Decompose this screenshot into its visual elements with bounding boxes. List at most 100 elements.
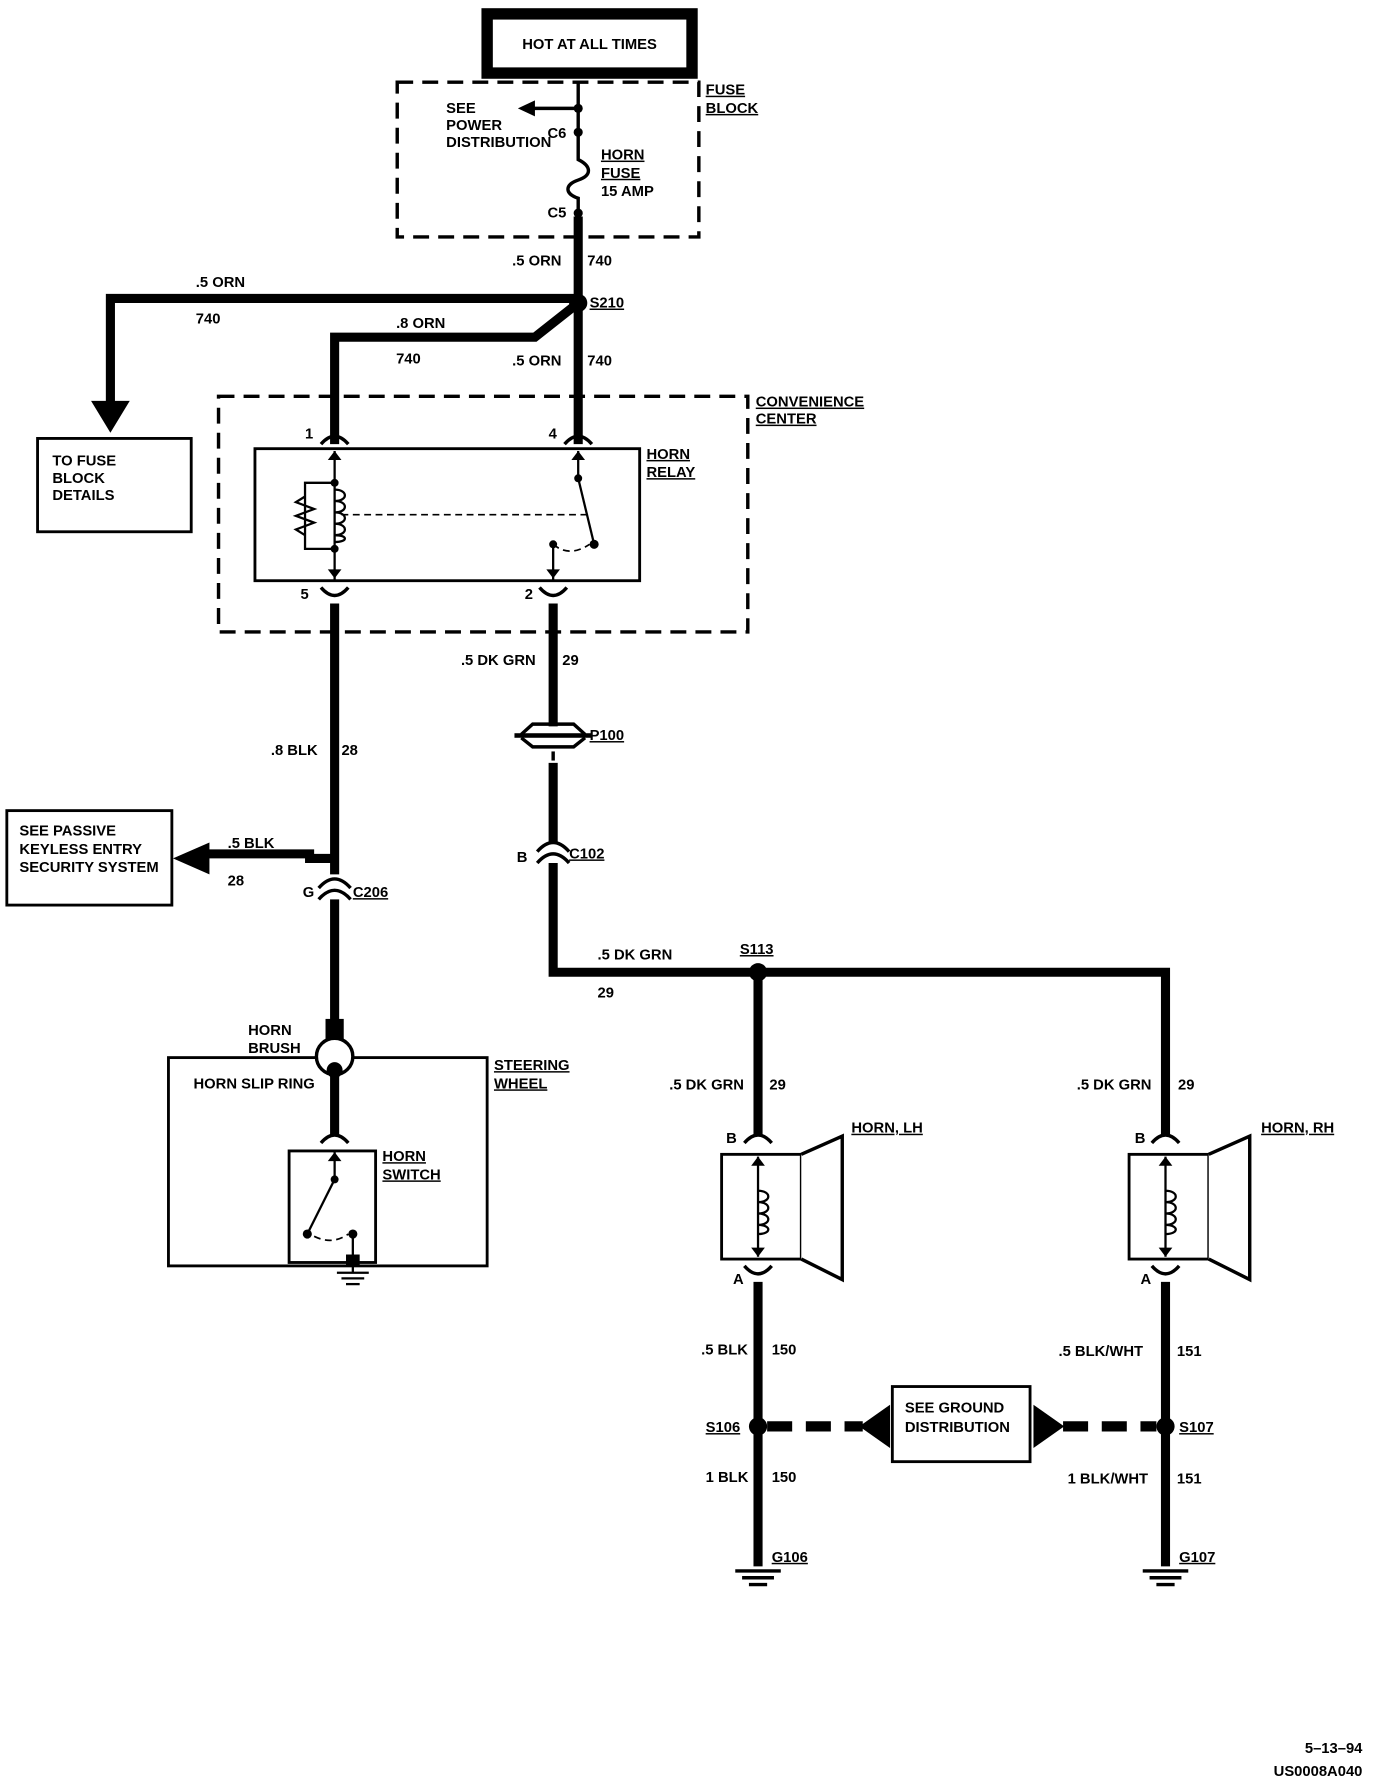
relay4-circuit: 740 (587, 354, 612, 370)
horn-lh-pin-b-cap-icon (743, 1133, 773, 1145)
c102-bottom-icon (535, 852, 571, 865)
relay2-circuit: 29 (562, 653, 578, 669)
ground-distribution-line-2: DISTRIBUTION (905, 1420, 1010, 1436)
rh-feed-circuit: 29 (1178, 1077, 1194, 1093)
relay-coil-icon (334, 488, 347, 544)
horn-switch-arm (306, 1178, 336, 1235)
relay-pin2-label: 2 (525, 587, 533, 603)
c206-label: C206 (353, 885, 388, 901)
ground-distribution-box (890, 1385, 1032, 1464)
splice-s107-label: S107 (1179, 1420, 1214, 1436)
splice-s210-label: S210 (590, 296, 625, 312)
ground-arrow-left-icon (859, 1404, 891, 1449)
horn-lh-label: HORN, LH (851, 1121, 922, 1137)
lh-feed-gauge: .5 DK GRN (669, 1077, 744, 1093)
horn-lh-body (720, 1152, 803, 1261)
see-power-line-1: SEE (446, 101, 476, 117)
passive-keyless-box: SEE PASSIVE KEYLESS ENTRY SECURITY SYSTE… (5, 809, 174, 907)
lh-gnd1-circuit: 150 (772, 1343, 797, 1359)
horn-lh-pin-a-cap-icon (743, 1264, 773, 1276)
see-power-line-2: POWER (446, 118, 502, 134)
horn-switch-box (287, 1149, 378, 1264)
c206-bottom-icon (317, 888, 352, 901)
footer-date: 5–13–94 (1305, 1741, 1363, 1757)
bus-gauge: .5 DK GRN (598, 948, 673, 964)
to-fuse-block-line-1: TO FUSE (52, 454, 116, 470)
pke-circuit: 28 (228, 874, 244, 890)
circuit-29: .5 DK GRN 29 P100 B C102 .5 DK GRN 29 S1… (461, 603, 1194, 1137)
c102-label: C102 (569, 846, 604, 862)
splice-s107-dot (1156, 1417, 1175, 1436)
rh-gnd2-gauge: 1 BLK/WHT (1068, 1471, 1148, 1487)
ground-g106-icon (735, 1569, 781, 1587)
fuse-block-label-2: BLOCK (706, 101, 759, 117)
horn-switch-cap-icon (319, 1133, 350, 1145)
hot-at-all-times-box: HOT AT ALL TIMES (481, 8, 698, 79)
terminal-c6-dot (573, 127, 583, 137)
left-gauge: .5 ORN (196, 275, 245, 291)
splice-s113-label: S113 (740, 942, 774, 958)
ground-distribution: SEE GROUND DISTRIBUTION (767, 1385, 1157, 1464)
relay-pin4-label: 4 (549, 426, 558, 442)
c102-pin-label: B (517, 850, 528, 866)
relay-switch-arm (577, 478, 596, 545)
convenience-center: CONVENIENCE CENTER HORN RELAY 1 4 5 2 (216, 394, 865, 634)
horn-switch-ground-icon (336, 1265, 369, 1286)
horn-fuse-label-2: FUSE (601, 166, 641, 182)
steering-wheel: STEERING WHEEL HORN BRUSH HORN SLIP RING… (167, 1018, 570, 1286)
see-power-line-3: DISTRIBUTION (446, 135, 551, 151)
terminal-c6-label: C6 (547, 126, 566, 142)
p100-connector-icon (514, 722, 592, 749)
relay1-gauge: .8 ORN (396, 316, 445, 332)
ground-g107-icon (1142, 1569, 1189, 1587)
to-fuse-block-line-2: BLOCK (52, 471, 105, 487)
horn-lh-pin-a: A (733, 1272, 744, 1288)
horn-rh-speaker-icon (1207, 1133, 1252, 1283)
relay-resistor-icon (292, 495, 318, 537)
feed-circuit: 740 (587, 253, 612, 269)
horn-switch-label-1: HORN (382, 1149, 426, 1165)
fuse-block: FUSE BLOCK SEE POWER DISTRIBUTION C6 C5 … (395, 80, 759, 239)
steering-wheel-label-1: STEERING (494, 1058, 570, 1074)
relay-pin5-label: 5 (300, 587, 308, 603)
convenience-center-outline (216, 394, 750, 634)
horn-lh-coil-icon (757, 1189, 770, 1236)
feed-gauge: .5 ORN (512, 253, 561, 269)
left-circuit: 740 (196, 311, 221, 327)
steering-wheel-label-2: WHEEL (494, 1076, 547, 1092)
rh-gnd1-gauge: .5 BLK/WHT (1059, 1344, 1144, 1360)
ground-distribution-line-1: SEE GROUND (905, 1401, 1005, 1417)
horn-lh-speaker-icon (800, 1133, 844, 1283)
lh-gnd2-gauge: 1 BLK (706, 1470, 749, 1486)
feed-wires: .5 ORN 740 S210 .5 ORN 740 .8 ORN 740 .5… (91, 216, 625, 445)
convenience-center-label-2: CENTER (756, 412, 817, 428)
ground-arrow-right-icon (1033, 1404, 1065, 1449)
lh-feed-circuit: 29 (769, 1077, 785, 1093)
to-fuse-block-line-3: DETAILS (52, 488, 114, 504)
bus-circuit: 29 (598, 985, 614, 1001)
splice-s106-dot (748, 1417, 768, 1436)
ground-g107-label: G107 (1179, 1550, 1215, 1566)
splice-s106-label: S106 (706, 1420, 741, 1436)
convenience-center-label-1: CONVENIENCE (756, 395, 865, 411)
wire-28-to-pke (195, 849, 335, 863)
horn-rh-coil-icon (1165, 1189, 1177, 1236)
lh-gnd1-gauge: .5 BLK (701, 1343, 748, 1359)
horn-brush-label-1: HORN (248, 1023, 292, 1039)
circuit-28: .8 BLK 28 .5 BLK 28 G C206 (173, 603, 388, 1025)
lh-gnd2-circuit: 150 (772, 1470, 797, 1486)
to-fuse-block-arrow-icon (91, 400, 130, 433)
terminal-c5-label: C5 (547, 206, 566, 222)
relay4-gauge: .5 ORN (512, 354, 561, 370)
relay-pin1-cap-icon (319, 434, 350, 446)
c206-pin-label: G (303, 885, 315, 901)
to-fuse-block-details-box: TO FUSE BLOCK DETAILS (36, 437, 193, 534)
horn-rh-body (1127, 1152, 1211, 1261)
horn-switch-label-2: SWITCH (382, 1167, 440, 1183)
pke-arrow-icon (173, 842, 210, 875)
horn-rh-pin-a: A (1140, 1272, 1151, 1288)
fuse-block-label-1: FUSE (706, 83, 746, 99)
wire-29-bus (548, 862, 1171, 1137)
relay-pin4-cap-icon (563, 434, 594, 446)
